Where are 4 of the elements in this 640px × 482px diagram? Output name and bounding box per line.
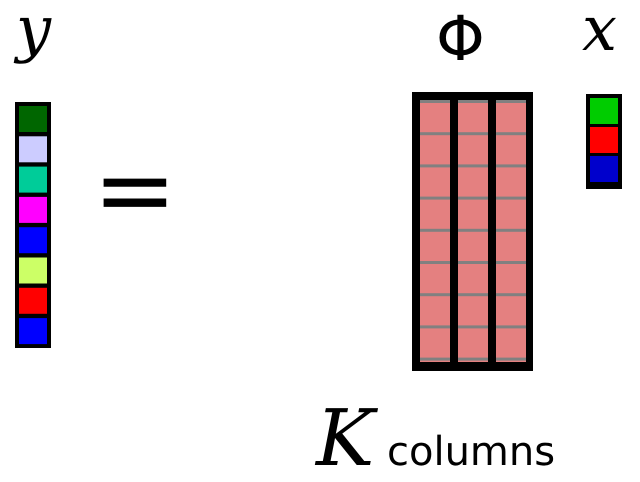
axis-caption: K columns (316, 400, 556, 478)
math-symbol: Φ (436, 8, 485, 70)
equals-sign: = (93, 140, 177, 240)
math-symbol: x (582, 0, 617, 60)
